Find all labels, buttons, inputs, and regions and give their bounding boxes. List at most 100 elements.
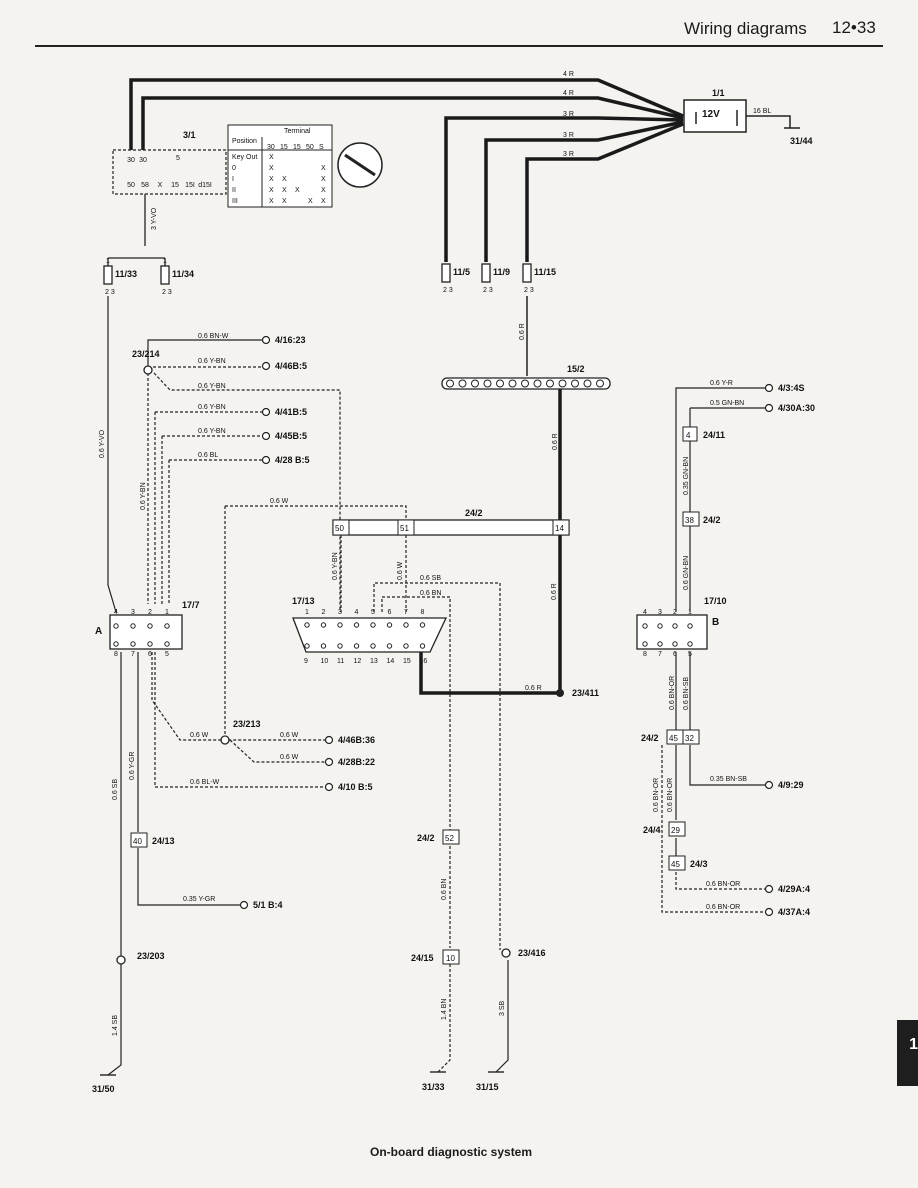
switch-cell: X <box>269 187 274 194</box>
pin <box>130 641 136 647</box>
ignition-switch: 3/1 30 30 50 58 X 15 15I d15I 5 3 Y-VO T… <box>107 124 383 266</box>
pin-number: 13 <box>370 658 378 665</box>
pin-number: 7 <box>131 651 135 658</box>
svg-text:24/3: 24/3 <box>690 859 708 869</box>
chapter-tab: 1 <box>897 1020 918 1086</box>
terminal-point <box>261 431 271 441</box>
svg-text:0.6 BN-OR: 0.6 BN-OR <box>653 778 660 812</box>
pin-number: 9 <box>304 658 308 665</box>
left-harness <box>107 296 407 740</box>
busbar-terminal <box>446 379 454 388</box>
wire-label: 3 R <box>563 111 574 118</box>
svg-text:58: 58 <box>141 182 149 189</box>
svg-text:0.6 Y-GR: 0.6 Y-GR <box>129 752 136 780</box>
svg-text:0.6 BL: 0.6 BL <box>198 452 218 459</box>
pin-number: 8 <box>421 609 425 616</box>
destination-label: 4/46B:5 <box>275 361 307 371</box>
right-connector-chain: 4 24/11 38 24/2 45 32 24/2 29 24/4 45 24… <box>641 426 725 871</box>
connector-24-2: 50 51 14 24/2 <box>332 508 570 536</box>
svg-text:17/7: 17/7 <box>182 600 200 610</box>
pin <box>320 643 327 649</box>
splice-23-416 <box>501 948 511 958</box>
page-number: 12•33 <box>832 18 876 37</box>
destination-label: 4/46B:36 <box>338 735 375 745</box>
svg-text:31/33: 31/33 <box>422 1082 445 1092</box>
fuse-pin-in: 1 <box>525 256 529 263</box>
switch-cell: X <box>321 176 326 183</box>
busbar-terminal <box>546 379 554 388</box>
terminal-point <box>764 403 774 413</box>
fuse <box>481 263 491 283</box>
svg-text:24/4: 24/4 <box>643 825 661 835</box>
wire-4r-b <box>141 96 684 150</box>
pin-number: 5 <box>165 651 169 658</box>
svg-text:24/2: 24/2 <box>703 515 721 525</box>
svg-text:0.6 BN-OR: 0.6 BN-OR <box>706 904 740 911</box>
svg-text:0.6 Y-R: 0.6 Y-R <box>710 380 733 387</box>
pin-number: 2 <box>322 609 326 616</box>
pin-number: 11 <box>337 658 344 665</box>
splice-23-214 <box>143 365 153 375</box>
destination-label: 4/3:4S <box>778 383 805 393</box>
busbar-ref: 15/2 <box>567 364 585 374</box>
switch-cell: X <box>269 154 274 161</box>
svg-text:52: 52 <box>445 834 454 843</box>
svg-text:0.6 W: 0.6 W <box>270 498 289 505</box>
switch-position-label: I <box>232 176 234 183</box>
svg-text:24/13: 24/13 <box>152 836 175 846</box>
pin <box>164 641 170 647</box>
terminal-point <box>764 780 774 790</box>
wire-label: 3 Y-VO <box>151 207 158 230</box>
table-col-header: Position <box>232 138 257 145</box>
switch-cell: X <box>308 198 313 205</box>
svg-text:24/2: 24/2 <box>417 833 435 843</box>
svg-text:0.6 W: 0.6 W <box>280 754 299 761</box>
fuse <box>441 263 451 283</box>
pin-number: 4 <box>114 609 118 616</box>
busbar-terminal <box>533 379 542 388</box>
wire-3r-a <box>444 116 684 262</box>
figure-caption: On-board diagnostic system <box>370 1145 533 1159</box>
pin-number: 7 <box>404 609 408 616</box>
pin <box>353 622 360 628</box>
svg-text:0.6 Y-BN: 0.6 Y-BN <box>198 428 226 435</box>
pin <box>304 643 310 649</box>
pin <box>370 622 376 628</box>
pin-number: 12 <box>354 658 362 665</box>
svg-text:14: 14 <box>555 524 564 533</box>
terminal-point <box>261 407 271 417</box>
svg-text:31/15: 31/15 <box>476 1082 499 1092</box>
destination-label: 4/28 B:5 <box>275 455 310 465</box>
wire-17-13-to-411 <box>419 652 560 695</box>
pin-number: 3 <box>338 609 342 616</box>
svg-text:23/416: 23/416 <box>518 948 546 958</box>
pin <box>672 623 678 629</box>
fuse-ref: 11/34 <box>172 269 194 279</box>
table-title: Terminal <box>284 128 311 135</box>
fuse <box>522 263 532 283</box>
svg-text:45: 45 <box>669 734 678 743</box>
switch-cell: X <box>269 165 274 172</box>
pin-number: 14 <box>387 658 395 665</box>
wire-label: 3 R <box>563 151 574 158</box>
fuse-pin-out: 2 3 <box>443 287 453 294</box>
svg-text:0.6 R: 0.6 R <box>525 685 542 692</box>
pin-number: 8 <box>643 651 647 658</box>
svg-text:15I: 15I <box>185 182 195 189</box>
pin-number: 5 <box>371 609 375 616</box>
svg-text:B: B <box>712 617 719 628</box>
switch-position-label: 0 <box>232 165 236 172</box>
fuse-pin-in: 1 <box>106 258 110 265</box>
svg-text:0.6 W: 0.6 W <box>190 732 209 739</box>
splice-23-203 <box>116 955 126 965</box>
svg-text:0.6 R: 0.6 R <box>552 433 559 450</box>
fuse-ref: 11/33 <box>115 269 137 279</box>
pin <box>113 641 119 647</box>
pin <box>386 622 393 628</box>
svg-text:50: 50 <box>306 144 314 151</box>
svg-text:1.4 BN: 1.4 BN <box>441 999 448 1020</box>
pin-number: 2 <box>148 609 152 616</box>
svg-text:0.6 BL-W: 0.6 BL-W <box>190 779 220 786</box>
wire-4r-a <box>129 78 684 150</box>
